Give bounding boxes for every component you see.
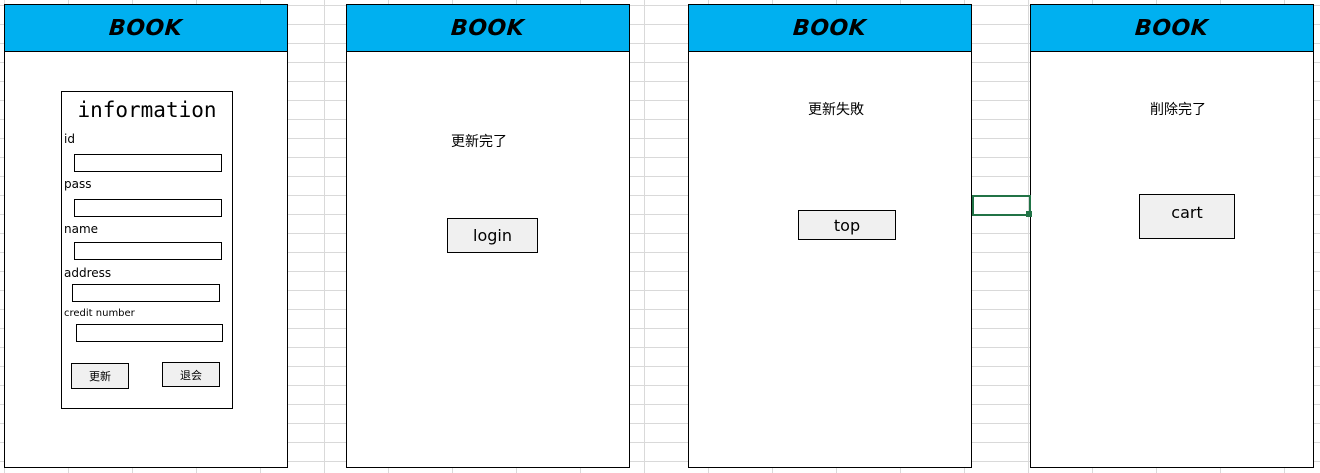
id-field[interactable] (74, 154, 222, 172)
screen-update-complete: BOOK 更新完了 login (346, 4, 630, 468)
id-label: id (64, 132, 75, 146)
screen-delete-complete: BOOK 削除完了 cart (1030, 4, 1314, 468)
credit-number-field[interactable] (76, 324, 223, 342)
name-field[interactable] (74, 242, 222, 260)
status-message: 更新失敗 (808, 102, 864, 118)
address-field[interactable] (72, 284, 220, 302)
name-label: name (64, 222, 99, 236)
login-button[interactable]: login (447, 218, 538, 253)
selected-cell[interactable] (972, 195, 1031, 216)
cart-button[interactable]: cart (1139, 194, 1235, 239)
app-title: BOOK (792, 15, 868, 41)
pass-label: pass (64, 177, 92, 191)
screen-information: BOOK information id pass name address cr… (4, 4, 288, 468)
address-label: address (64, 266, 112, 280)
status-message: 更新完了 (451, 134, 507, 150)
app-header: BOOK (1031, 5, 1313, 52)
form-title: information (77, 98, 217, 122)
app-header: BOOK (5, 5, 287, 52)
app-title: BOOK (108, 15, 184, 41)
screen-update-failed: BOOK 更新失敗 top (688, 4, 972, 468)
pass-field[interactable] (74, 199, 222, 217)
app-header: BOOK (347, 5, 629, 52)
app-header: BOOK (689, 5, 971, 52)
top-button[interactable]: top (798, 210, 896, 240)
status-message: 削除完了 (1150, 102, 1206, 118)
information-form: information id pass name address credit … (61, 91, 233, 409)
app-title: BOOK (450, 15, 526, 41)
credit-number-label: credit number (64, 308, 135, 319)
withdraw-button[interactable]: 退会 (162, 362, 220, 387)
fill-handle[interactable] (1026, 211, 1032, 217)
update-button[interactable]: 更新 (71, 363, 129, 389)
app-title: BOOK (1134, 15, 1210, 41)
